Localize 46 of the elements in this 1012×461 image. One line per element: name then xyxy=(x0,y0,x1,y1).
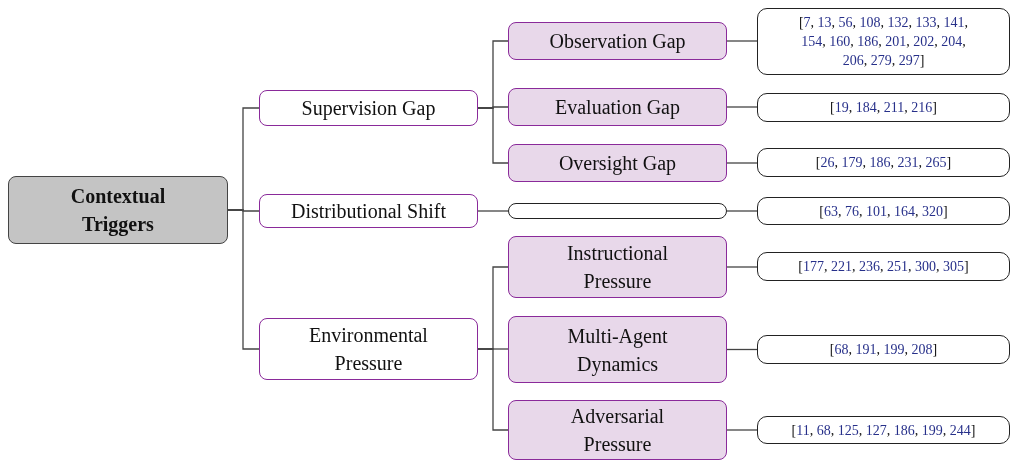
subcategory-box xyxy=(508,144,727,182)
reference-list: [11, 68, 125, 127, 186, 199, 244] xyxy=(791,420,976,440)
subcategory-label: Multi-Agent Dynamics xyxy=(566,323,669,378)
connector-line xyxy=(726,162,758,164)
category-label: Supervision Gap xyxy=(301,96,436,122)
connector-line xyxy=(477,210,509,212)
reference-list: [26, 179, 186, 231, 265] xyxy=(815,153,952,172)
root-label: Contextual Triggers xyxy=(69,184,167,238)
reference-box xyxy=(757,93,1010,122)
reference-box xyxy=(757,148,1010,177)
connector-line xyxy=(477,107,509,164)
reference-box xyxy=(757,252,1010,281)
subcategory-box xyxy=(508,400,727,460)
category-label: Environmental Pressure xyxy=(308,323,429,376)
reference-list: [7, 13, 56, 108, 132, 133, 141, 154, 160, 186, 201, 202, 204, 206, 279, 297] xyxy=(787,13,980,70)
connector-line xyxy=(477,348,509,431)
category-box xyxy=(259,90,478,126)
connector-line xyxy=(726,106,758,108)
subcategory-box xyxy=(508,236,727,298)
reference-list: [177, 221, 236, 251, 300, 305] xyxy=(798,257,969,276)
connector-line xyxy=(726,210,758,212)
reference-list: [68, 191, 199, 208] xyxy=(829,340,938,359)
reference-list: [63, 76, 101, 164, 320] xyxy=(819,201,948,221)
reference-box xyxy=(757,335,1010,364)
subcategory-label: Observation Gap xyxy=(549,29,686,55)
reference-box xyxy=(757,197,1010,225)
root-box xyxy=(8,176,228,244)
connector-line xyxy=(726,266,758,268)
subcategory-label: Evaluation Gap xyxy=(555,95,680,121)
reference-list: [19, 184, 211, 216] xyxy=(830,98,937,117)
subcategory-label: Instructional Pressure xyxy=(565,241,670,294)
connector-line xyxy=(726,348,758,351)
subcategory-label: Adversarial Pressure xyxy=(569,404,666,457)
reference-box xyxy=(757,8,1010,75)
empty-pill xyxy=(508,203,727,219)
subcategory-label: Oversight Gap xyxy=(558,151,677,177)
category-label: Distributional Shift xyxy=(291,199,446,224)
connector-line xyxy=(227,209,260,350)
subcategory-box xyxy=(508,88,727,126)
subcategory-box xyxy=(508,22,727,60)
connector-line xyxy=(726,40,758,42)
category-box xyxy=(259,318,478,380)
reference-box xyxy=(757,416,1010,444)
connector-line xyxy=(726,429,758,431)
category-box xyxy=(259,194,478,228)
subcategory-box xyxy=(508,316,727,383)
